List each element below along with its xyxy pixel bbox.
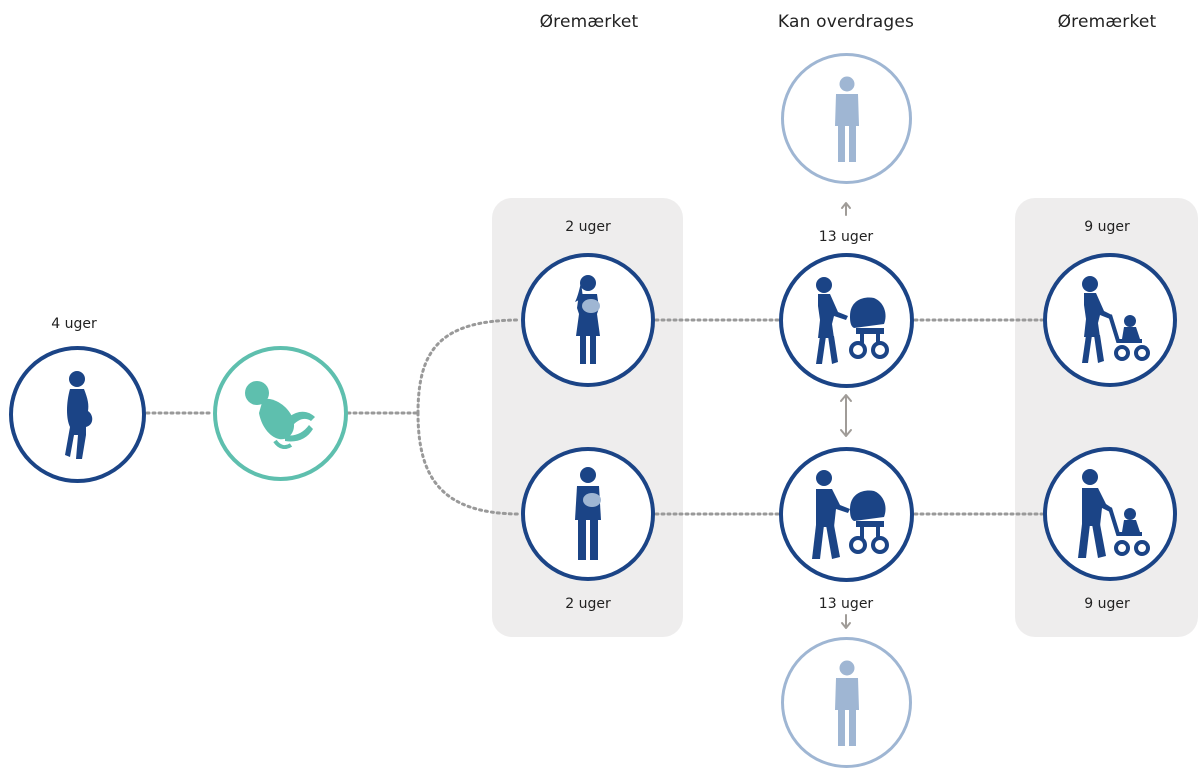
header-earmarked-right: Øremærket <box>1057 12 1157 32</box>
other-person-bottom-node <box>781 637 912 768</box>
father-with-stroller-node <box>1043 447 1177 581</box>
label-father-earmarked-late: 9 uger <box>1084 596 1130 612</box>
mother-with-stroller-node <box>1043 253 1177 387</box>
label-mother-after-birth: 2 uger <box>565 219 611 235</box>
label-father-transferable: 13 uger <box>818 596 874 612</box>
father-with-pram-node <box>779 447 914 582</box>
person-icon <box>834 76 859 162</box>
header-transferable: Kan overdrages <box>777 12 915 32</box>
father-holding-baby-node <box>521 447 655 581</box>
connector-split-mother <box>416 318 522 415</box>
man-with-pram-icon <box>811 469 889 559</box>
mother-with-pram-node <box>779 253 914 388</box>
man-holding-baby-icon <box>575 467 601 560</box>
mother-holding-baby-node <box>521 253 655 387</box>
label-mother-earmarked-late: 9 uger <box>1084 219 1130 235</box>
woman-with-stroller-icon <box>1082 276 1150 363</box>
person-icon <box>834 660 859 746</box>
connector-split-father <box>416 411 522 516</box>
header-earmarked-left: Øremærket <box>539 12 639 32</box>
label-mother-transferable: 13 uger <box>818 229 874 245</box>
woman-holding-baby-icon <box>575 275 600 364</box>
pregnant-mother-node <box>9 346 146 483</box>
man-with-stroller-icon <box>1078 469 1150 558</box>
other-person-top-node <box>781 53 912 184</box>
pregnant-woman-icon <box>64 370 92 459</box>
arrow-double-vertical-icon <box>840 394 852 437</box>
newborn-node <box>213 346 348 481</box>
arrow-up-icon <box>841 202 851 216</box>
woman-with-pram-icon <box>815 276 889 364</box>
baby-icon <box>244 380 315 449</box>
label-father-after-birth: 2 uger <box>565 596 611 612</box>
label-mother-pre-birth: 4 uger <box>51 316 97 332</box>
arrow-down-icon <box>841 614 851 629</box>
